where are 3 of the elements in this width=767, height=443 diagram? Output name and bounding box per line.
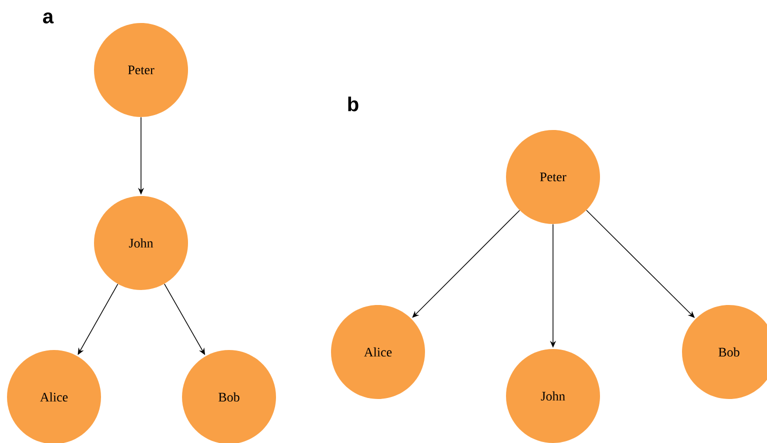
arrow [412, 210, 520, 318]
panel-letter: b [348, 96, 358, 112]
panel-letter: a [43, 12, 54, 24]
